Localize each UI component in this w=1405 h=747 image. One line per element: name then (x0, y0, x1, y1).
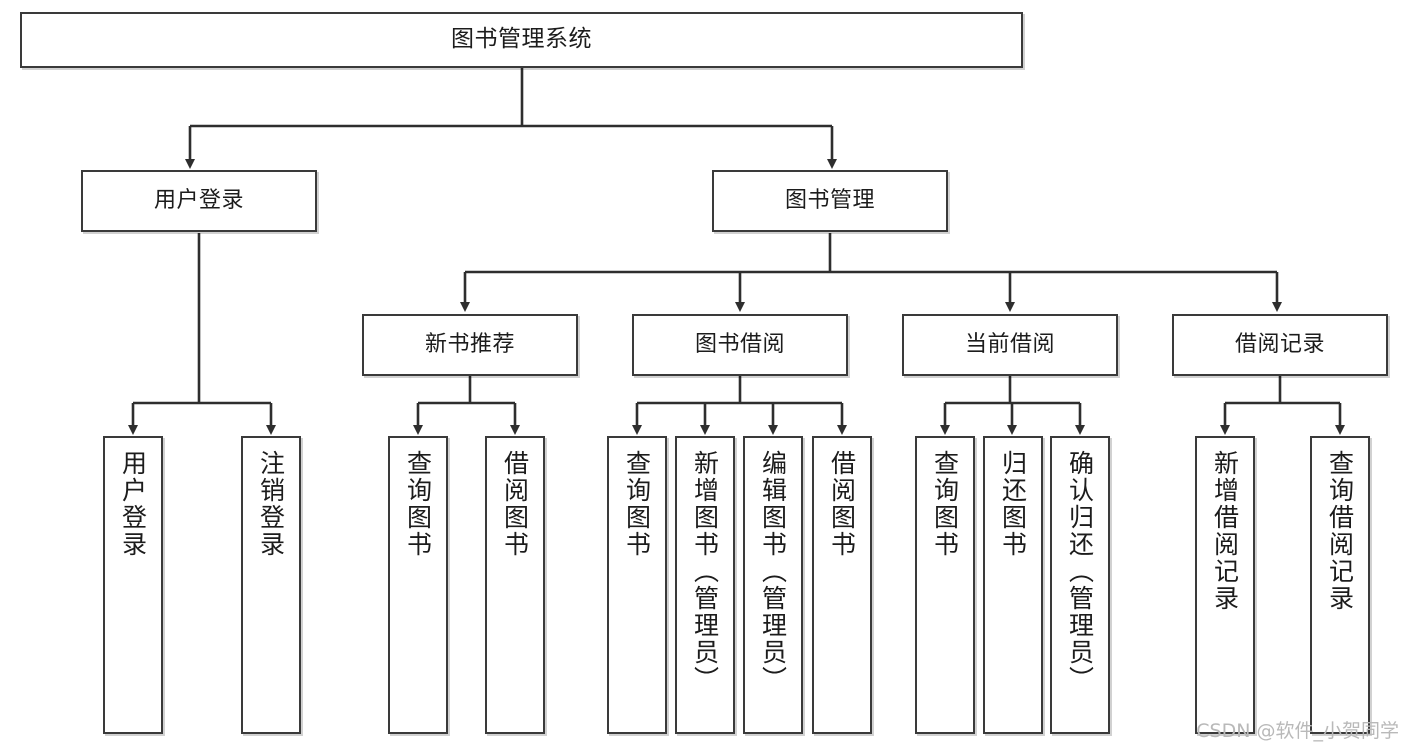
leaf-borrow-book-1[interactable]: 借阅图书 (485, 436, 545, 734)
leaf-add-book-label: 新增图书（管理员） (690, 450, 720, 693)
leaf-user-login[interactable]: 用户登录 (103, 436, 163, 734)
node-new-book-recommend[interactable]: 新书推荐 (362, 314, 578, 376)
leaf-add-record[interactable]: 新增借阅记录 (1195, 436, 1255, 734)
leaf-logout-label: 注销登录 (256, 450, 286, 558)
leaf-add-book[interactable]: 新增图书（管理员） (675, 436, 735, 734)
leaf-logout[interactable]: 注销登录 (241, 436, 301, 734)
leaf-edit-book-label: 编辑图书（管理员） (758, 450, 788, 693)
leaf-user-login-label: 用户登录 (118, 450, 148, 558)
watermark: CSDN @软件_小贺同学 (1196, 720, 1399, 742)
leaf-query-book-3-label: 查询图书 (930, 450, 960, 558)
leaf-query-book-1[interactable]: 查询图书 (388, 436, 448, 734)
node-new-book-recommend-label: 新书推荐 (424, 332, 515, 358)
leaf-return-book-label: 归还图书 (998, 450, 1028, 558)
node-user-login-label: 用户登录 (153, 188, 244, 214)
leaf-add-record-label: 新增借阅记录 (1210, 450, 1240, 612)
node-current-borrow-label: 当前借阅 (964, 332, 1055, 358)
leaf-query-book-1-label: 查询图书 (403, 450, 433, 558)
leaf-borrow-book-2[interactable]: 借阅图书 (812, 436, 872, 734)
leaf-query-book-3[interactable]: 查询图书 (915, 436, 975, 734)
leaf-query-book-2-label: 查询图书 (622, 450, 652, 558)
leaf-query-record-label: 查询借阅记录 (1325, 450, 1355, 612)
leaf-borrow-book-2-label: 借阅图书 (827, 450, 857, 558)
leaf-edit-book[interactable]: 编辑图书（管理员） (743, 436, 803, 734)
node-book-manage[interactable]: 图书管理 (712, 170, 948, 232)
leaf-confirm-return-label: 确认归还（管理员） (1065, 450, 1095, 693)
node-current-borrow[interactable]: 当前借阅 (902, 314, 1118, 376)
node-book-borrow[interactable]: 图书借阅 (632, 314, 848, 376)
leaf-borrow-book-1-label: 借阅图书 (500, 450, 530, 558)
node-book-manage-label: 图书管理 (784, 188, 875, 214)
node-book-borrow-label: 图书借阅 (694, 332, 785, 358)
node-root[interactable]: 图书管理系统 (20, 12, 1023, 68)
leaf-return-book[interactable]: 归还图书 (983, 436, 1043, 734)
node-borrow-record[interactable]: 借阅记录 (1172, 314, 1388, 376)
node-borrow-record-label: 借阅记录 (1234, 332, 1325, 358)
node-user-login[interactable]: 用户登录 (81, 170, 317, 232)
leaf-confirm-return[interactable]: 确认归还（管理员） (1050, 436, 1110, 734)
node-root-label: 图书管理系统 (451, 26, 592, 53)
leaf-query-record[interactable]: 查询借阅记录 (1310, 436, 1370, 734)
leaf-query-book-2[interactable]: 查询图书 (607, 436, 667, 734)
